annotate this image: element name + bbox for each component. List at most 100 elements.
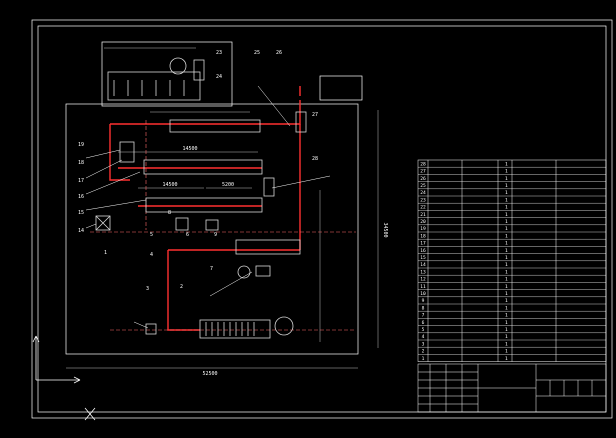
label-19: 19 [78, 142, 84, 148]
parts-table-cell: 1 [505, 219, 508, 225]
label-27: 27 [312, 112, 318, 118]
parts-table-cell: 7 [422, 313, 425, 319]
parts-table-cell: 3 [422, 341, 425, 347]
parts-table-cell: 1 [505, 291, 508, 297]
equipment-25 [263, 177, 275, 197]
title-box-outline [319, 75, 363, 101]
title-block-left-rows [418, 371, 478, 405]
parts-table-cell: 1 [505, 284, 508, 290]
upper-drum [169, 119, 261, 133]
leader-bottom [133, 321, 149, 329]
parts-table-cell: 1 [505, 248, 508, 254]
small-unit [255, 265, 271, 277]
top-cyclone [193, 59, 205, 81]
leader-27 [257, 85, 291, 127]
title-block [417, 363, 607, 413]
ucs-icon [32, 335, 96, 421]
label-25: 25 [254, 50, 260, 56]
parts-table-cell: 1 [505, 176, 508, 182]
parts-table-cell: 5 [422, 327, 425, 333]
title-block-left-cols [429, 364, 463, 412]
leader-25 [271, 175, 331, 189]
parts-table-cell: 21 [420, 212, 426, 218]
parts-table-cell: 1 [505, 334, 508, 340]
mid-dim-text-1: 14500 [182, 146, 197, 152]
label-1: 1 [104, 250, 107, 256]
parts-table-cell: 20 [420, 219, 426, 225]
conveyor-rollers [205, 322, 255, 336]
label-23: 23 [216, 50, 222, 56]
parts-table-cell: 12 [420, 277, 426, 283]
ucs-x-axis [36, 376, 81, 384]
hopper-dividers [113, 80, 185, 96]
label-24: 24 [216, 74, 222, 80]
title-block-right-cols [549, 380, 593, 396]
parts-table-cell: 13 [420, 269, 426, 275]
label-9: 9 [214, 232, 217, 238]
pipe-left-run [109, 124, 130, 181]
equipment-9 [205, 219, 219, 231]
bottom-dim-text: 52500 [202, 371, 217, 377]
parts-table-cell: 25 [420, 183, 426, 189]
leader-16 [85, 171, 141, 195]
ucs-cross-mark [84, 407, 96, 421]
parts-table-cell: 28 [420, 161, 426, 167]
parts-table-cell: 1 [505, 327, 508, 333]
kiln-drum [143, 159, 263, 175]
parts-table-cell: 19 [420, 226, 426, 232]
equipment-17 [119, 141, 135, 163]
dimension-lines [66, 47, 379, 369]
label-8: 8 [168, 210, 171, 216]
lower-drum [235, 239, 301, 255]
label-4: 4 [150, 252, 153, 258]
cyclone-27 [295, 111, 307, 133]
parts-table-cell: 6 [422, 320, 425, 326]
site-boundary [65, 103, 359, 355]
equipment [95, 57, 307, 339]
mid-dim-text-2: 14500 [162, 182, 177, 188]
label-26: 26 [276, 50, 282, 56]
parts-table-cell: 1 [505, 169, 508, 175]
parts-table-cell: 24 [420, 190, 426, 196]
parts-table-cell: 15 [420, 255, 426, 261]
label-18: 18 [78, 160, 84, 166]
leader-18 [85, 149, 121, 159]
label-14: 14 [78, 228, 84, 234]
pipe-bottom-left [167, 250, 200, 331]
ucs-y-axis [32, 335, 40, 380]
label-16: 16 [78, 194, 84, 200]
parts-table-cell: 23 [420, 197, 426, 203]
dashed-center-lines [90, 120, 356, 331]
conveyor-bottom [199, 319, 271, 339]
parts-table-cell: 1 [505, 212, 508, 218]
fan-7 [237, 265, 251, 279]
parts-table-cell: 4 [422, 334, 425, 340]
parts-table-cell: 10 [420, 291, 426, 297]
parts-table-cell: 1 [505, 255, 508, 261]
parts-table-cell: 1 [505, 233, 508, 239]
leader-7 [209, 271, 253, 297]
parts-table-cell: 1 [505, 226, 508, 232]
label-6: 6 [186, 232, 189, 238]
parts-table-cell: 1 [505, 190, 508, 196]
parts-table-cell: 11 [420, 284, 426, 290]
right-dim-text: 34500 [382, 222, 388, 237]
parts-table-cell: 1 [505, 183, 508, 189]
drawing-frame [31, 19, 613, 419]
small-box-bottom [145, 323, 157, 335]
equipment-1-cross [95, 215, 111, 231]
label-3: 3 [146, 286, 149, 292]
label-5: 5 [150, 232, 153, 238]
parts-table-cell: 18 [420, 233, 426, 239]
hopper-bank [107, 71, 201, 101]
parts-table-cell: 2 [422, 349, 425, 355]
parts-table-cell: 26 [420, 176, 426, 182]
parts-table-cell: 22 [420, 205, 426, 211]
parts-table-cell: 1 [505, 277, 508, 283]
equipment-1 [95, 215, 111, 231]
parts-table-cell: 27 [420, 169, 426, 175]
parts-table-cell: 1 [422, 356, 425, 362]
parts-table-cell: 1 [505, 349, 508, 355]
